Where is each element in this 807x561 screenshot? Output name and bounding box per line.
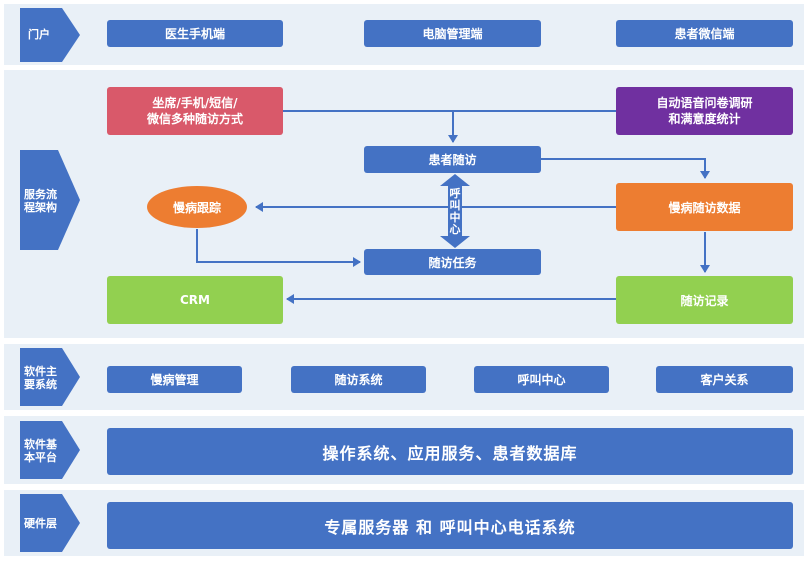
platform-box: 操作系统、应用服务、患者数据库 xyxy=(107,428,793,475)
arrow-tracking-to-task xyxy=(196,229,361,267)
hardware-chevron xyxy=(20,494,80,552)
arrow-followup-to-chronic-data xyxy=(541,158,710,179)
portal-chevron xyxy=(20,8,80,62)
hardware-box: 专属服务器 和 呼叫中心电话系统 xyxy=(107,502,793,549)
callcenter-double-arrow xyxy=(440,174,470,248)
patient-wechat-box: 患者微信端 xyxy=(616,20,793,47)
system-callcenter: 呼叫中心 xyxy=(474,366,609,393)
patient-followup-box: 患者随访 xyxy=(364,146,541,173)
system-chronic-management: 慢病管理 xyxy=(107,366,242,393)
portal-row-label: 门户 xyxy=(28,28,50,41)
chronic-tracking-ellipse: 慢病跟踪 xyxy=(147,186,247,228)
software-chevron xyxy=(20,348,80,406)
process-chevron xyxy=(20,150,80,250)
process-row-label: 服务流 程架构 xyxy=(24,188,57,214)
chronic-followup-data-box: 慢病随访数据 xyxy=(616,183,793,231)
crm-box: CRM xyxy=(107,276,283,324)
pc-admin-box: 电脑管理端 xyxy=(364,20,541,47)
doctor-mobile-box: 医生手机端 xyxy=(107,20,283,47)
platform-row-label: 软件基 本平台 xyxy=(24,438,57,464)
platform-chevron xyxy=(20,421,80,479)
followup-channels-box: 坐席/手机/短信/ 微信多种随访方式 xyxy=(107,87,283,135)
voice-survey-box: 自动语音问卷调研 和满意度统计 xyxy=(616,87,793,135)
followup-record-box: 随访记录 xyxy=(616,276,793,324)
system-followup: 随访系统 xyxy=(291,366,426,393)
callcenter-label: 呼 叫 中 心 xyxy=(449,187,461,236)
system-crm: 客户关系 xyxy=(656,366,793,393)
followup-task-box: 随访任务 xyxy=(364,249,541,275)
hardware-row-label: 硬件层 xyxy=(24,517,57,530)
arrow-channels-to-followup xyxy=(283,110,458,143)
software-row-label: 软件主 要系统 xyxy=(24,365,57,391)
